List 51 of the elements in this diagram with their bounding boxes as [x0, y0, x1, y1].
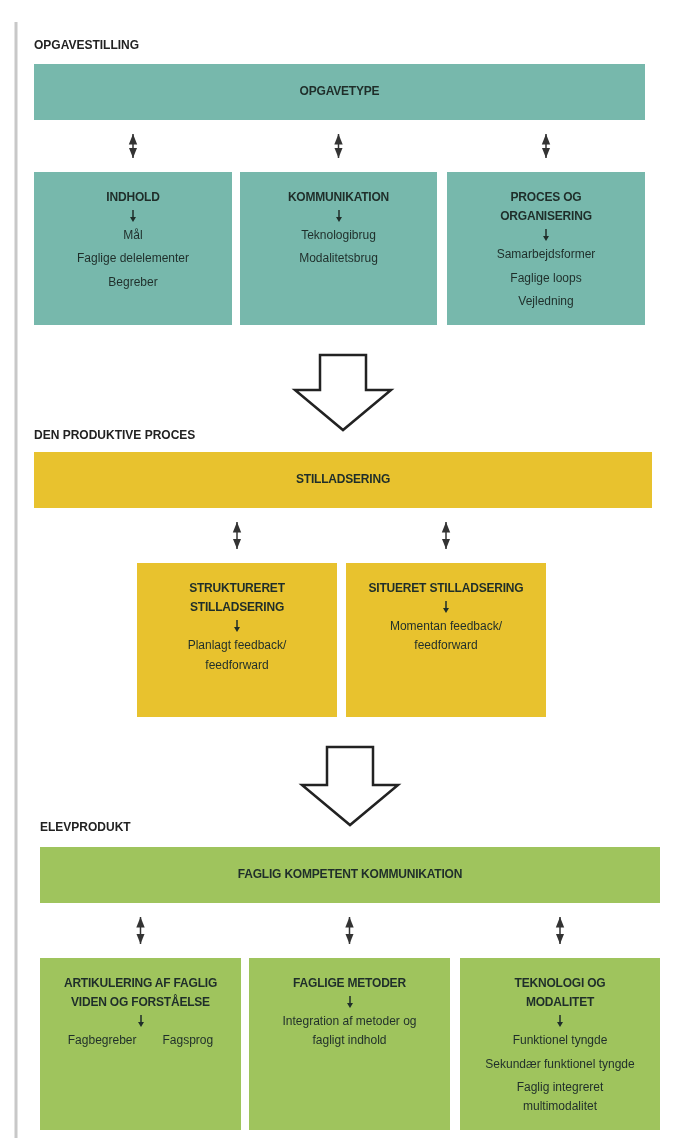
item-text: Planlagt feedback/ feedforward	[186, 637, 288, 674]
section-heading: DEN PRODUKTIVE PROCES	[34, 428, 196, 442]
category-box	[240, 172, 437, 325]
box-heading: FAGLIG KOMPETENT KOMMUNIKATION	[237, 866, 463, 884]
double-arrow	[345, 916, 354, 945]
double-arrow	[541, 133, 551, 159]
category-box	[34, 172, 232, 325]
item-text: Begreber	[108, 273, 158, 291]
category-box	[137, 563, 337, 717]
section-heading: OPGAVESTILLING	[34, 38, 140, 52]
box-heading: INDHOLD	[106, 189, 160, 206]
category-box	[40, 958, 241, 1130]
header-bar	[40, 847, 660, 903]
item-text: Fagsprog	[162, 1032, 214, 1050]
double-arrow	[232, 521, 242, 550]
item-text: Vejledning	[518, 292, 574, 310]
box-heading: FAGLIGE METODER	[293, 975, 406, 992]
box-heading: KOMMUNIKATION	[287, 189, 390, 206]
double-arrow	[441, 521, 451, 550]
item-text: Faglig integreret multimodalitet	[515, 1078, 605, 1115]
box-heading: SITUERET STILLADSERING	[368, 580, 524, 597]
category-box	[447, 172, 645, 325]
header-bar	[34, 64, 645, 120]
category-box	[346, 563, 546, 717]
double-arrow	[555, 916, 565, 945]
item-text: Modalitetsbrug	[299, 250, 378, 268]
box-heading: PROCES OG ORGANISERING	[499, 189, 593, 226]
item-text: Faglige loops	[510, 269, 582, 287]
item-text: Funktionel tyngde	[512, 1032, 608, 1050]
item-text: Faglige delelementer	[76, 250, 190, 268]
block-arrow	[298, 745, 402, 827]
double-arrow	[128, 133, 138, 159]
box-heading: STILLADSERING	[295, 471, 391, 489]
section-heading: ELEVPRODUKT	[40, 820, 131, 834]
header-bar	[34, 452, 652, 508]
item-text: Sekundær funktionel tyngde	[485, 1055, 635, 1073]
item-text: Fagbegreber	[67, 1032, 137, 1050]
box-heading: ARTIKULERING AF FAGLIG VIDEN OG FORSTÅELSE	[62, 975, 219, 1012]
box-heading: STRUKTURERET STILLADSERING	[188, 580, 286, 617]
item-text: Mål	[123, 227, 143, 245]
box-heading: OPGAVETYPE	[299, 83, 380, 101]
double-arrow	[136, 916, 145, 945]
item-text: Teknologibrug	[301, 227, 376, 245]
block-arrow	[291, 353, 395, 432]
box-heading: TEKNOLOGI OG MODALITET	[513, 975, 607, 1012]
item-text: Momentan feedback/ feedforward	[388, 618, 504, 655]
category-box	[460, 958, 660, 1130]
item-text: Integration af metoder og fagligt indhold	[281, 1013, 418, 1050]
double-arrow	[334, 133, 343, 159]
item-text: Samarbejdsformer	[496, 246, 596, 264]
category-box	[249, 958, 450, 1130]
